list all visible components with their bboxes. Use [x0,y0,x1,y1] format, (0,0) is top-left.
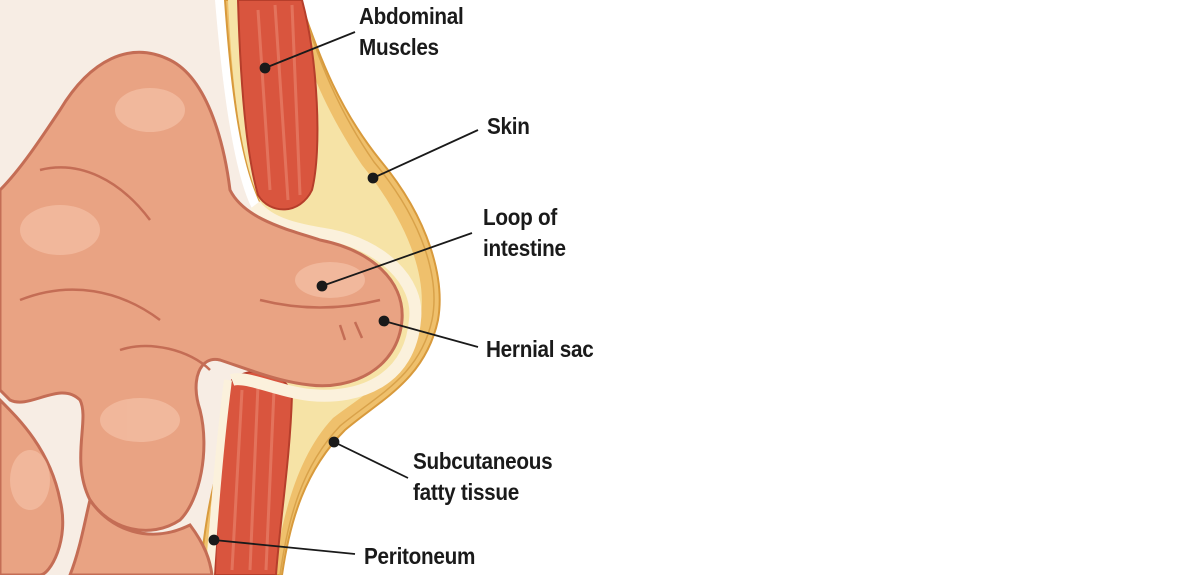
label-loop-of-intestine: Loop of intestine [483,202,566,264]
label-hernial-sac: Hernial sac [486,336,594,362]
peritoneum-lower [206,379,232,575]
hernial-sac [229,201,422,402]
leader-lines [208,31,479,555]
label-line: Loop of [483,204,557,230]
label-line: Subcutaneous [413,448,553,474]
label-skin: Skin [487,113,530,139]
intestine-folds [19,166,381,371]
muscle-fibers [230,384,276,571]
label-subcutaneous-fatty-tissue: Subcutaneous fatty tissue [413,446,553,508]
label-line: Abdominal [359,3,464,29]
label-abdominal-muscles: Abdominal Muscles [359,1,464,63]
muscle-fibers [256,4,302,201]
label-peritoneum: Peritoneum [364,543,476,569]
skin-inner-line [279,0,435,575]
intestine-highlights [10,88,365,510]
label-line: fatty tissue [413,479,520,505]
label-line: Muscles [359,34,439,60]
label-line: intestine [483,235,566,261]
